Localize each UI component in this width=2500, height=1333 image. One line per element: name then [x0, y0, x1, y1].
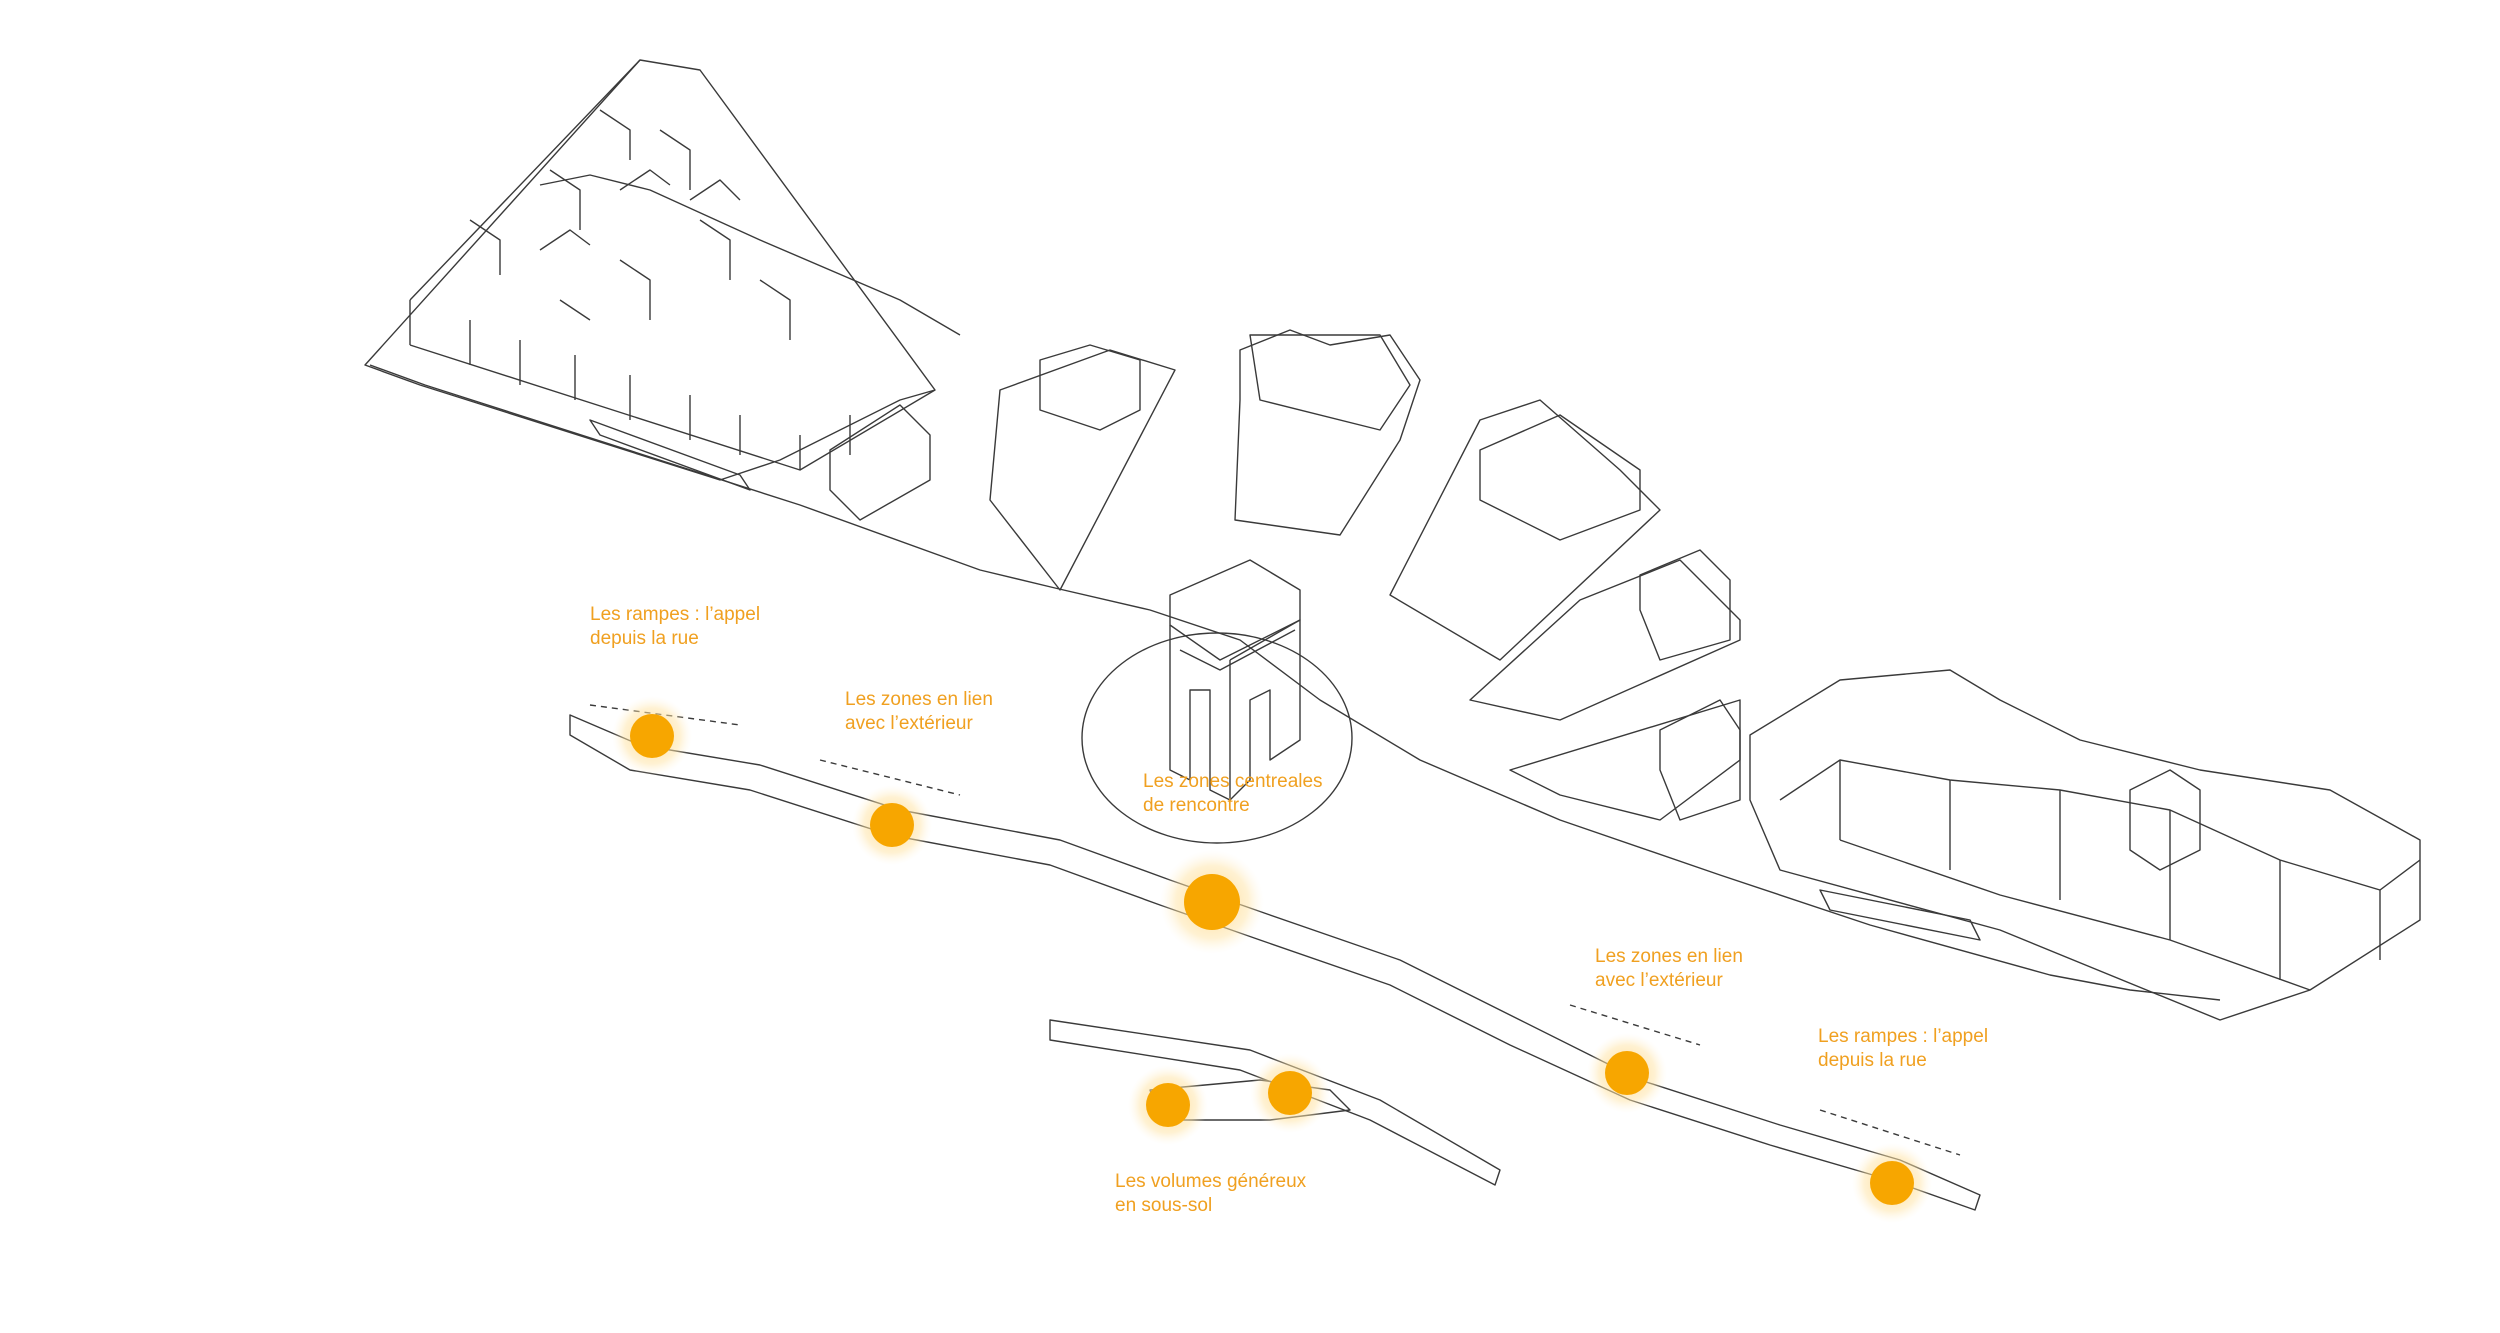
marker-zones-ext-left: [852, 785, 932, 865]
marker-ramps-left: [612, 696, 692, 776]
triumphal-arch: [1169, 559, 1301, 801]
label-volumes: Les volumes généreux en sous-sol: [1115, 1171, 1307, 1216]
marker-central: [1160, 850, 1264, 954]
building-block-east: [1749, 669, 2421, 1021]
building-block-west: [364, 59, 936, 521]
central-plaza: [1081, 632, 1353, 844]
street-outline: [369, 364, 2221, 1001]
markers: [612, 696, 1932, 1223]
marker-volumes-b: [1250, 1053, 1330, 1133]
street-outline-2: [539, 174, 961, 336]
label-zones-ext-right: Les zones en lien avec l’extérieur: [1595, 946, 1743, 991]
marker-zones-ext-right: [1587, 1033, 1667, 1113]
label-ramps-left: Les rampes : l’appel depuis la rue: [590, 604, 761, 649]
marker-volumes-a: [1128, 1065, 1208, 1145]
building-block-north: [989, 329, 1741, 821]
marker-ramps-right: [1852, 1143, 1932, 1223]
label-zones-centrales: Les zones centreales de rencontre: [1143, 771, 1323, 816]
label-zones-ext-left: Les zones en lien avec l’extérieur: [845, 689, 993, 734]
underground-promenade: [569, 704, 1981, 1211]
label-ramps-right: Les rampes : l’appel depuis la rue: [1818, 1026, 1989, 1071]
